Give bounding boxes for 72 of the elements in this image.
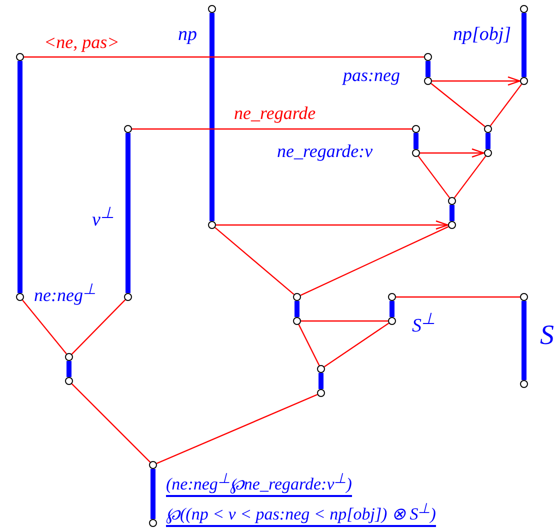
vertex-circle xyxy=(65,353,73,361)
axiom-bar xyxy=(294,301,300,317)
link-line xyxy=(132,128,412,130)
type-label: S xyxy=(540,322,554,350)
arrow xyxy=(420,148,485,158)
arrow xyxy=(216,220,449,230)
type-label: np xyxy=(178,25,197,44)
arrow xyxy=(432,76,521,86)
vertex-circle xyxy=(388,317,396,325)
vertex-circle xyxy=(424,53,432,61)
vertex-circle xyxy=(424,77,432,85)
axiom-bar xyxy=(486,133,490,149)
axiom-bar xyxy=(426,61,430,77)
vertex-circle xyxy=(293,293,301,301)
vertex-circle xyxy=(16,53,24,61)
type-label: ne:neg$^{⊥}$ xyxy=(34,283,96,304)
link-line xyxy=(454,156,486,198)
link-line xyxy=(156,394,318,464)
vertex-circle xyxy=(208,5,216,13)
vertex-circle xyxy=(293,317,301,325)
type-label: ne_regarde:v xyxy=(277,142,373,160)
vertex-circle xyxy=(412,149,420,157)
vertex-circle xyxy=(208,221,216,229)
vertex-circle xyxy=(388,293,396,301)
vertex-circle xyxy=(149,461,157,469)
link-line xyxy=(301,320,388,322)
axiom-bar xyxy=(126,133,130,293)
axiom-bar xyxy=(210,13,214,221)
axiom-bar xyxy=(150,469,156,519)
link-line xyxy=(22,300,67,354)
axiom-bar xyxy=(522,13,526,77)
edge-label: ne_regarde xyxy=(232,104,318,122)
type-label: S$^{⊥}$ xyxy=(412,312,436,336)
link-line xyxy=(298,324,320,366)
vertex-circle xyxy=(317,365,325,373)
axiom-bar xyxy=(18,61,22,293)
vertex-circle xyxy=(520,77,528,85)
type-label: v$^{⊥}$ xyxy=(92,206,114,230)
vertex-circle xyxy=(484,149,492,157)
axiom-bar xyxy=(450,205,454,221)
vertex-circle xyxy=(484,125,492,133)
link-line xyxy=(396,296,520,298)
axiom-bar xyxy=(522,301,526,380)
vertex-circle xyxy=(65,377,73,385)
vertex-circle xyxy=(149,519,157,527)
axiom-bar xyxy=(414,133,418,149)
vertex-circle xyxy=(520,5,528,13)
type-label: pas:neg xyxy=(343,66,400,84)
vertex-circle xyxy=(520,293,528,301)
link-line xyxy=(214,227,294,295)
vertex-circle xyxy=(16,293,24,301)
axiom-bar xyxy=(66,361,72,377)
formula-line: (ne:neg$^{⊥}$℘ne_regarde:v$^{⊥}$) xyxy=(166,472,352,497)
link-line xyxy=(430,83,486,127)
link-line xyxy=(490,84,522,126)
vertex-circle xyxy=(124,125,132,133)
link-line xyxy=(300,226,449,296)
link-line xyxy=(24,56,424,58)
axiom-bar xyxy=(390,301,394,317)
vertex-circle xyxy=(448,221,456,229)
type-label: np[obj] xyxy=(453,25,512,44)
vertex-circle xyxy=(317,389,325,397)
axiom-bar xyxy=(318,373,324,389)
link-line xyxy=(418,156,450,198)
vertex-circle xyxy=(448,197,456,205)
link-line xyxy=(71,383,151,463)
link-line xyxy=(324,322,390,368)
vertex-circle xyxy=(124,293,132,301)
vertex-circle xyxy=(520,380,528,388)
link-line xyxy=(71,299,126,355)
formula-line: ℘((np < v < pas:neg < np[obj]) ⊗ S$^{⊥}$) xyxy=(166,502,436,527)
vertex-circle xyxy=(412,125,420,133)
